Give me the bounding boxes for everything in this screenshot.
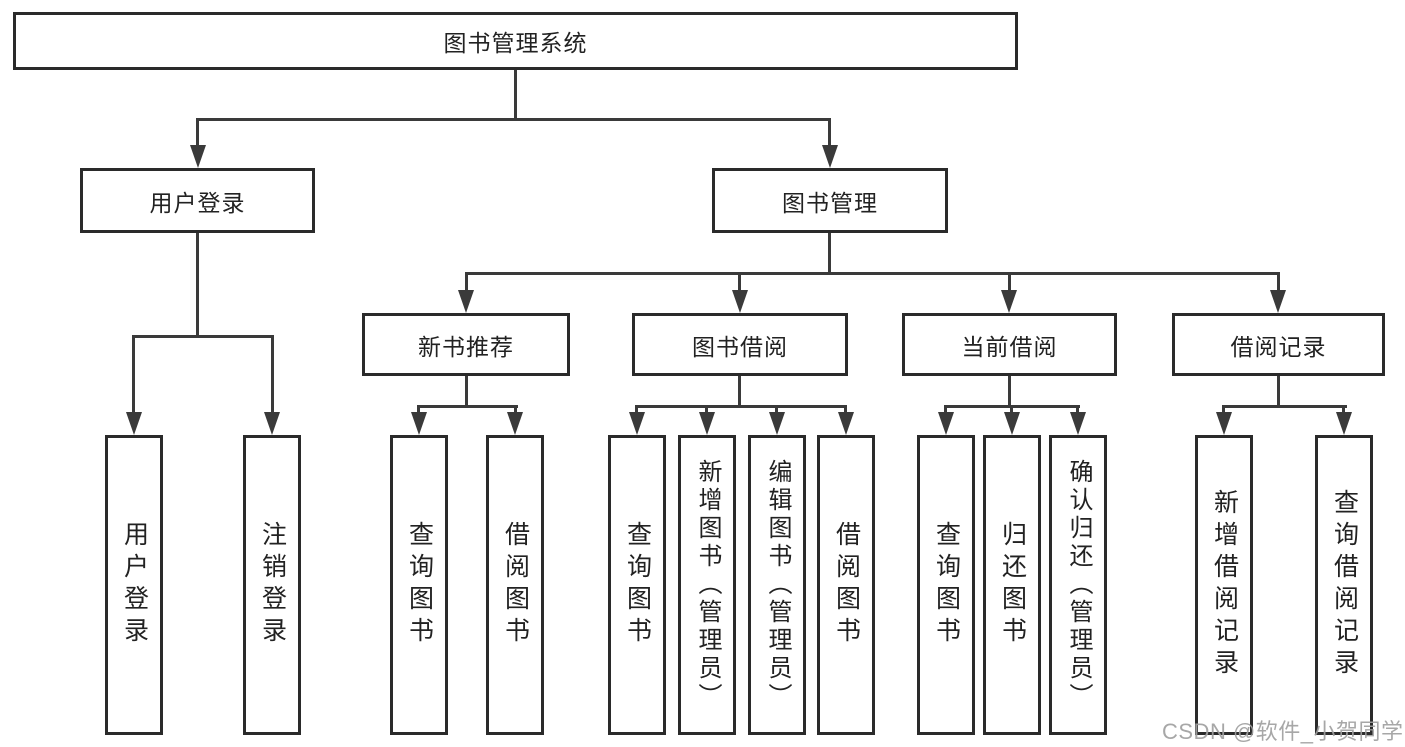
connector-user-login-branch: [132, 335, 274, 338]
arrowhead-to-leaf: [126, 412, 142, 435]
connector-drop-leaf: [132, 335, 135, 415]
leaf-query-books-current: 查询图书: [917, 435, 975, 735]
leaf-label: 查询图书: [623, 521, 652, 649]
connector-drop-book-mgmt: [828, 118, 831, 148]
leaf-query-borrow-record: 查询借阅记录: [1315, 435, 1373, 735]
arrowhead-to-level3: [1270, 290, 1286, 313]
connector-drop-level3: [738, 272, 741, 294]
arrowhead-to-leaf: [838, 412, 854, 435]
connector-borrow-stem: [738, 375, 741, 405]
arrowhead-to-user-login: [190, 145, 206, 168]
node-book-management: 图书管理: [712, 168, 948, 233]
leaf-label: 借阅图书: [832, 521, 861, 649]
arrowhead-to-level3: [732, 290, 748, 313]
arrowhead-to-leaf: [507, 412, 523, 435]
arrowhead-to-level3: [458, 290, 474, 313]
leaf-label: 注销登录: [258, 521, 287, 649]
leaf-logout: 注销登录: [243, 435, 301, 735]
leaf-edit-book-admin: 编辑图书（管理员）: [748, 435, 806, 735]
connector-records-stem: [1277, 375, 1280, 405]
node-library-management-system: 图书管理系统: [13, 12, 1018, 70]
node-user-login: 用户登录: [80, 168, 315, 233]
node-label: 图书管理系统: [443, 30, 588, 56]
connector-root-branch: [196, 118, 831, 121]
node-new-book-recommendation: 新书推荐: [362, 313, 570, 376]
connector-drop-leaf: [635, 405, 638, 415]
arrowhead-to-book-mgmt: [822, 145, 838, 168]
leaf-add-borrow-record: 新增借阅记录: [1195, 435, 1253, 735]
leaf-query-books-recommend: 查询图书: [390, 435, 448, 735]
leaf-label: 查询借阅记录: [1330, 489, 1359, 681]
node-label: 借阅记录: [1230, 333, 1327, 360]
connector-current-stem: [1008, 375, 1011, 405]
arrowhead-to-leaf: [938, 412, 954, 435]
watermark: CSDN @软件_小贺同学: [1162, 719, 1404, 744]
leaf-label: 借阅图书: [501, 521, 530, 649]
connector-newbook-branch: [417, 405, 518, 408]
leaf-label: 确认归还（管理员）: [1065, 459, 1092, 711]
leaf-label: 查询图书: [405, 521, 434, 649]
node-label: 图书管理: [782, 189, 878, 216]
connector-drop-leaf: [705, 405, 708, 415]
leaf-borrow-books-borrowing: 借阅图书: [817, 435, 875, 735]
arrowhead-to-leaf: [264, 412, 280, 435]
connector-book-mgmt-stem: [828, 233, 831, 274]
node-label: 当前借阅: [961, 333, 1058, 360]
connector-drop-leaf: [844, 405, 847, 415]
arrowhead-to-leaf: [699, 412, 715, 435]
node-label: 用户登录: [149, 189, 246, 216]
connector-borrow-branch: [635, 405, 847, 408]
connector-drop-level3: [1008, 272, 1011, 294]
connector-book-mgmt-branch: [465, 272, 1279, 275]
leaf-return-books: 归还图书: [983, 435, 1041, 735]
connector-drop-leaf: [944, 405, 947, 415]
leaf-user-login: 用户登录: [105, 435, 163, 735]
connector-root-stem: [514, 70, 517, 120]
leaf-label: 新增借阅记录: [1210, 489, 1239, 681]
leaf-label: 用户登录: [120, 521, 149, 649]
leaf-label: 编辑图书（管理员）: [764, 459, 791, 711]
connector-drop-leaf: [775, 405, 778, 415]
leaf-label: 查询图书: [932, 521, 961, 649]
connector-drop-user-login: [196, 118, 199, 148]
leaf-query-books-borrowing: 查询图书: [608, 435, 666, 735]
node-borrowing-records: 借阅记录: [1172, 313, 1385, 376]
arrowhead-to-leaf: [411, 412, 427, 435]
leaf-confirm-return-admin: 确认归还（管理员）: [1049, 435, 1107, 735]
arrowhead-to-level3: [1001, 290, 1017, 313]
arrowhead-to-leaf: [1070, 412, 1086, 435]
arrowhead-to-leaf: [1336, 412, 1352, 435]
connector-drop-level3: [1277, 272, 1280, 294]
arrowhead-to-leaf: [1216, 412, 1232, 435]
arrowhead-to-leaf: [629, 412, 645, 435]
connector-drop-leaf: [1342, 405, 1345, 415]
connector-newbook-stem: [465, 375, 468, 405]
connector-drop-leaf: [417, 405, 420, 415]
connector-records-branch: [1222, 405, 1347, 408]
arrowhead-to-leaf: [769, 412, 785, 435]
leaf-label: 新增图书（管理员）: [694, 459, 721, 711]
leaf-borrow-books-recommend: 借阅图书: [486, 435, 544, 735]
node-book-borrowing: 图书借阅: [632, 313, 848, 376]
connector-drop-leaf: [271, 335, 274, 415]
connector-drop-leaf: [1222, 405, 1225, 415]
connector-drop-leaf: [514, 405, 517, 415]
leaf-add-book-admin: 新增图书（管理员）: [678, 435, 736, 735]
arrowhead-to-leaf: [1004, 412, 1020, 435]
leaf-label: 归还图书: [998, 521, 1027, 649]
connector-user-login-stem: [196, 233, 199, 335]
connector-drop-leaf: [1010, 405, 1013, 415]
connector-drop-leaf: [1076, 405, 1079, 415]
node-label: 新书推荐: [418, 333, 514, 360]
node-label: 图书借阅: [692, 333, 788, 360]
node-current-borrowing: 当前借阅: [902, 313, 1117, 376]
connector-drop-level3: [465, 272, 468, 294]
